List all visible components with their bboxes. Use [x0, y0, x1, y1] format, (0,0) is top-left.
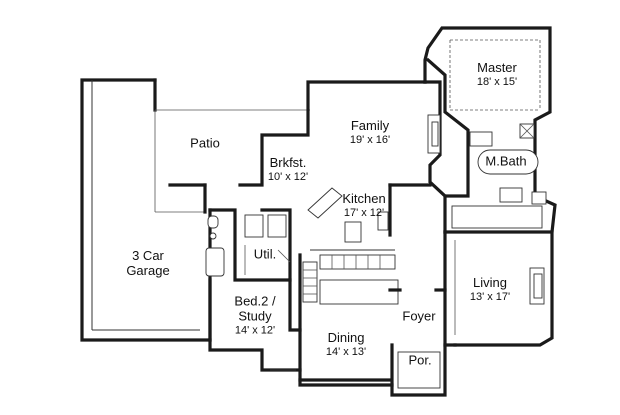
room-patio-name: Patio	[190, 135, 220, 151]
room-brkfst-dims: 10' x 12'	[267, 171, 309, 184]
kitchen-walls	[298, 253, 392, 382]
room-living-dims: 13' x 17'	[469, 291, 511, 304]
porch-outline	[397, 351, 441, 389]
room-patio: Patio	[190, 135, 220, 152]
room-brkfst-name: Brkfst.	[269, 155, 307, 171]
room-master: Master 18' x 15'	[476, 60, 518, 89]
garage-walls	[80, 78, 212, 342]
bath-tub	[205, 247, 225, 277]
room-family: Family 19' x 16'	[349, 118, 391, 147]
room-mbath: M.Bath	[485, 153, 527, 170]
room-foyer-name: Foyer	[402, 308, 436, 324]
kitchen-island	[344, 221, 362, 243]
master-closet	[451, 205, 543, 229]
room-bed2: Bed.2 / Study 14' x 12'	[234, 293, 276, 338]
room-family-name: Family	[350, 118, 390, 134]
room-porch-name: Por.	[408, 352, 432, 368]
room-living-name: Living	[473, 275, 507, 291]
room-util: Util.	[253, 246, 277, 263]
room-garage-name2: Garage	[126, 263, 170, 278]
mbath-tub	[477, 149, 539, 175]
room-dining: Dining 14' x 13'	[325, 330, 367, 359]
kitchen-sink-counter	[307, 187, 343, 219]
room-master-dims: 18' x 15'	[476, 76, 518, 89]
breakfast-walls	[238, 80, 427, 187]
dining-walls	[298, 378, 394, 387]
room-bed2-name2: Study	[238, 308, 272, 324]
utility-walls	[208, 208, 292, 282]
dryer	[267, 214, 287, 238]
room-kitchen-dims: 17' x 12'	[343, 207, 385, 220]
porch-walls	[390, 343, 447, 397]
master-walls	[423, 26, 557, 234]
staircase	[302, 261, 318, 303]
room-garage-name: 3 Car	[132, 248, 164, 264]
room-brkfst: Brkfst. 10' x 12'	[267, 155, 309, 184]
room-kitchen-name: Kitchen	[342, 191, 386, 207]
room-bed2-name: Bed.2 /	[234, 293, 276, 309]
room-living: Living 13' x 17'	[469, 275, 511, 304]
room-kitchen: Kitchen 17' x 12'	[342, 191, 386, 220]
room-bed2-dims: 14' x 12'	[234, 324, 276, 337]
room-util-name: Util.	[253, 246, 277, 262]
room-family-dims: 19' x 16'	[349, 134, 391, 147]
room-mbath-name: M.Bath	[485, 153, 527, 169]
room-garage: 3 Car Garage	[126, 248, 170, 279]
room-foyer: Foyer	[402, 308, 436, 325]
room-master-name: Master	[477, 60, 517, 76]
washer	[244, 214, 264, 238]
room-dining-name: Dining	[327, 330, 365, 346]
room-porch: Por.	[408, 352, 432, 369]
room-dining-dims: 14' x 13'	[325, 346, 367, 359]
